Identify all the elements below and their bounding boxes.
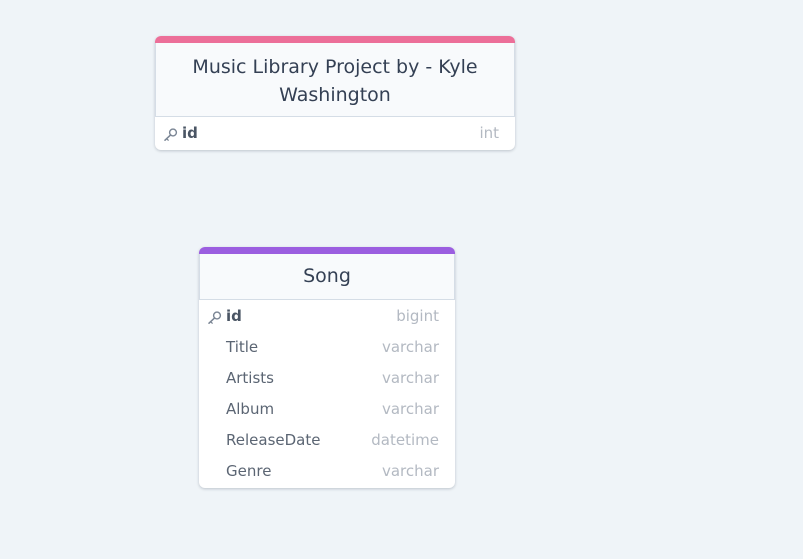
field-row-artists[interactable]: Artists varchar	[199, 363, 455, 394]
field-name: Title	[226, 338, 259, 356]
key-icon	[163, 127, 178, 141]
field-name: Album	[226, 400, 275, 418]
field-name: Genre	[226, 462, 272, 480]
field-row-id[interactable]: id int	[155, 118, 515, 149]
table-music-library-project[interactable]: Music Library Project by - Kyle Washingt…	[155, 36, 515, 150]
field-row-title[interactable]: Title varchar	[199, 332, 455, 363]
field-type: varchar	[381, 462, 439, 480]
field-name: ReleaseDate	[226, 431, 321, 449]
table-song[interactable]: Song id bigint Title varchar Artists var…	[199, 247, 455, 488]
field-type: int	[479, 124, 499, 142]
field-name: id	[182, 124, 198, 142]
field-row-album[interactable]: Album varchar	[199, 394, 455, 425]
field-row-releasedate[interactable]: ReleaseDate datetime	[199, 425, 455, 456]
field-type: varchar	[381, 338, 439, 356]
field-type: varchar	[381, 400, 439, 418]
table-title: Song	[199, 254, 455, 300]
field-type: bigint	[396, 307, 439, 325]
table-title: Music Library Project by - Kyle Washingt…	[155, 43, 515, 117]
table-color-bar	[155, 36, 515, 43]
field-list: id int	[155, 117, 515, 150]
key-icon	[207, 310, 222, 324]
field-type: varchar	[381, 369, 439, 387]
table-color-bar	[199, 247, 455, 254]
field-type: datetime	[371, 431, 439, 449]
field-name: Artists	[226, 369, 274, 387]
field-name: id	[226, 307, 242, 325]
field-row-id[interactable]: id bigint	[199, 301, 455, 332]
field-list: id bigint Title varchar Artists varchar …	[199, 300, 455, 488]
field-row-genre[interactable]: Genre varchar	[199, 456, 455, 487]
